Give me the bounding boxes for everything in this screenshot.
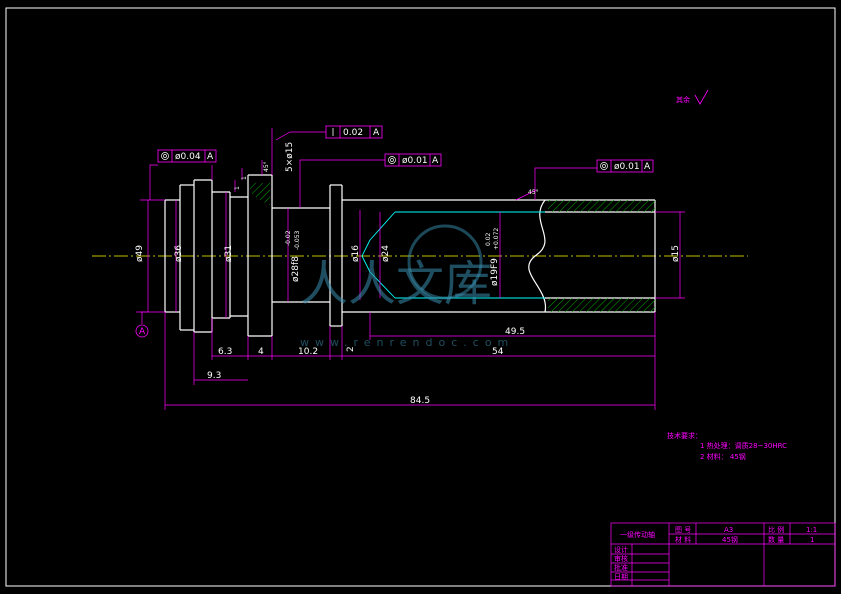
dim-d31: ø31: [224, 245, 234, 262]
dim-len-49-5: 49.5: [505, 327, 525, 337]
hidden-bore: [361, 211, 545, 299]
label-drawing-no: 图 号: [675, 526, 691, 534]
svg-text:A: A: [644, 162, 651, 172]
role-design: 设计: [614, 545, 628, 554]
dim-d24: ø24: [381, 245, 391, 262]
qty: 1: [810, 536, 814, 544]
dim-len-54: 54: [492, 347, 504, 357]
tol-frame-3: ø0.01 A: [384, 153, 442, 167]
svg-text:www.renrendoc.com: www.renrendoc.com: [300, 336, 514, 349]
datum-label: A: [139, 327, 146, 337]
svg-text:ø0.01: ø0.01: [402, 156, 428, 166]
scale: 1:1: [806, 526, 817, 534]
role-approve: 批准: [614, 563, 628, 572]
dim-d16: ø16: [351, 245, 361, 262]
dim-small-1a: 1: [241, 176, 248, 180]
material: 45钢: [722, 535, 738, 544]
dim-small-45a: 45°: [263, 161, 270, 172]
dim-d49: ø49: [135, 245, 145, 262]
dim-d19-up: +0.072: [493, 228, 500, 250]
dim-d28-up: -0.02: [285, 230, 292, 246]
dim-len-9-3: 9.3: [207, 371, 221, 381]
dim-thread: 5×ø15: [285, 142, 295, 172]
role-date: 日期: [614, 573, 628, 581]
drawing-frame: [5, 7, 836, 587]
svg-text:A: A: [432, 156, 439, 166]
dim-len-4: 4: [258, 347, 264, 357]
roughness-icon: [694, 89, 709, 105]
drawing-no: A3: [724, 526, 733, 534]
dim-d19: ø19F9: [490, 258, 500, 286]
svg-text:A: A: [207, 152, 214, 162]
dim-d28-low: -0.053: [294, 230, 301, 250]
svg-text:人人文库: 人人文库: [300, 256, 492, 312]
part-name: 一级传动轴: [620, 530, 655, 539]
dim-len-84-5: 84.5: [410, 396, 430, 406]
hatch-top: [548, 200, 655, 212]
surface-note: 其余: [676, 95, 690, 104]
dimension-lines: [136, 128, 685, 410]
dim-len-2: 2: [346, 346, 356, 352]
dim-d36: ø36: [174, 245, 184, 262]
tol-frame-1: 0.02 A: [325, 125, 383, 139]
dim-small-45b: 45°: [528, 189, 539, 196]
dim-d15: ø15: [671, 245, 681, 262]
tol-frame-4: ø0.01 A: [596, 159, 654, 173]
tol-frame-2: ø0.04 A: [157, 149, 217, 163]
dim-len-6-3: 6.3: [218, 347, 232, 357]
tech-line-2: 2 材料： 45钢: [700, 452, 746, 461]
datum-circle: [135, 324, 149, 338]
label-material: 材 料: [675, 535, 691, 544]
label-scale: 比 例: [768, 525, 784, 534]
role-review: 审核: [614, 554, 628, 563]
label-qty: 数 量: [768, 535, 784, 544]
svg-text:A: A: [373, 128, 380, 138]
svg-text:ø0.04: ø0.04: [175, 152, 201, 162]
hatch-bottom: [548, 298, 655, 312]
svg-text:0.02: 0.02: [343, 128, 363, 138]
svg-text:ø0.01: ø0.01: [614, 162, 640, 172]
dim-len-10-2: 10.2: [298, 347, 318, 357]
tech-line-1: 1 热处理：调质28~30HRC: [700, 441, 787, 450]
tech-title: 技术要求：: [667, 431, 702, 440]
dim-small-1b: 1: [234, 186, 241, 190]
dim-d19-low: 0.02: [485, 232, 492, 246]
watermark-logo: 人人文库 www.renrendoc.com: [300, 224, 514, 349]
dim-d28: ø28f8: [291, 256, 301, 282]
title-block: [610, 522, 836, 587]
hatch-thread: [250, 183, 270, 205]
